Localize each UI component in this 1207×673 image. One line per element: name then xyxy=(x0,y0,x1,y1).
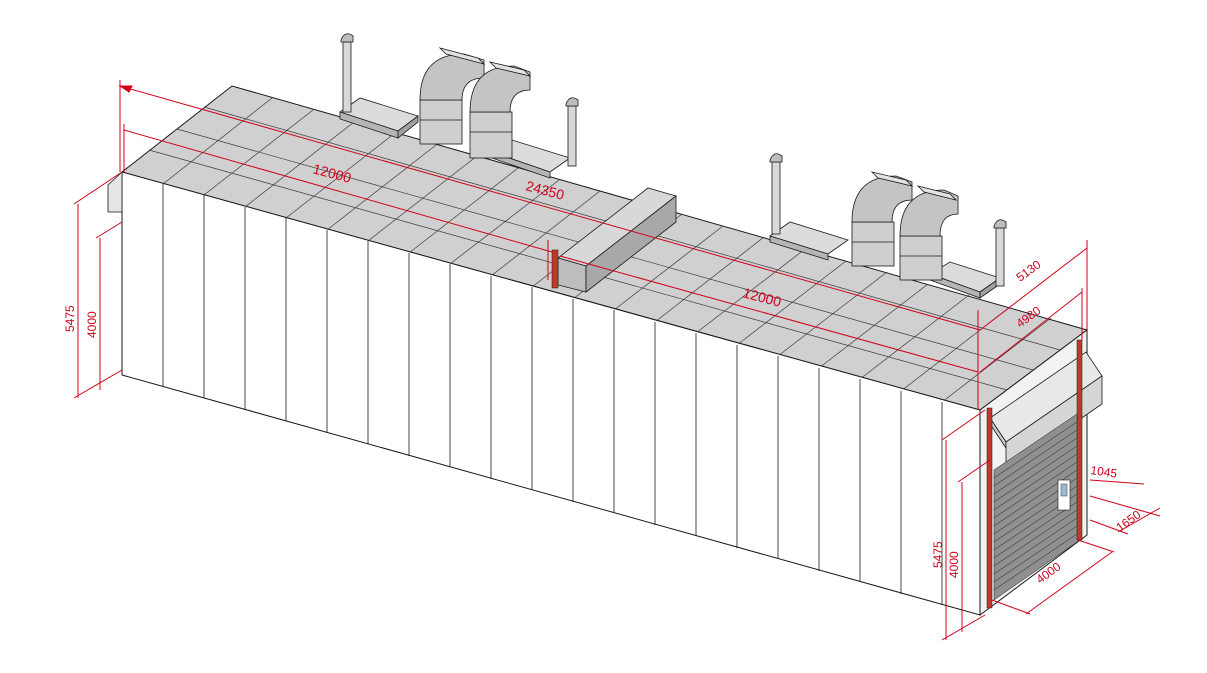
dimension-lines xyxy=(73,80,1161,641)
roof-unit-left xyxy=(339,33,579,179)
dim-right-overall-height: 5475 xyxy=(931,541,945,568)
wall-panel-seams xyxy=(162,184,943,605)
module-joint-marker xyxy=(551,249,559,289)
dim-outer-width: 5130 xyxy=(1014,257,1044,284)
door-post-right xyxy=(1076,339,1083,541)
roof-unit-right xyxy=(769,153,1007,299)
left-end-ledge xyxy=(107,171,123,213)
dim-door-offset: 1650 xyxy=(1114,507,1144,534)
dim-left-wall-height: 4000 xyxy=(85,311,99,338)
side-door-glass xyxy=(1060,483,1068,497)
roller-shutter-door xyxy=(993,411,1081,601)
dim-left-overall-height: 5475 xyxy=(63,305,77,332)
door-post-left xyxy=(986,407,993,609)
dim-door-side-offset: 1045 xyxy=(1090,463,1119,481)
dim-right-wall-height: 4000 xyxy=(947,551,961,578)
